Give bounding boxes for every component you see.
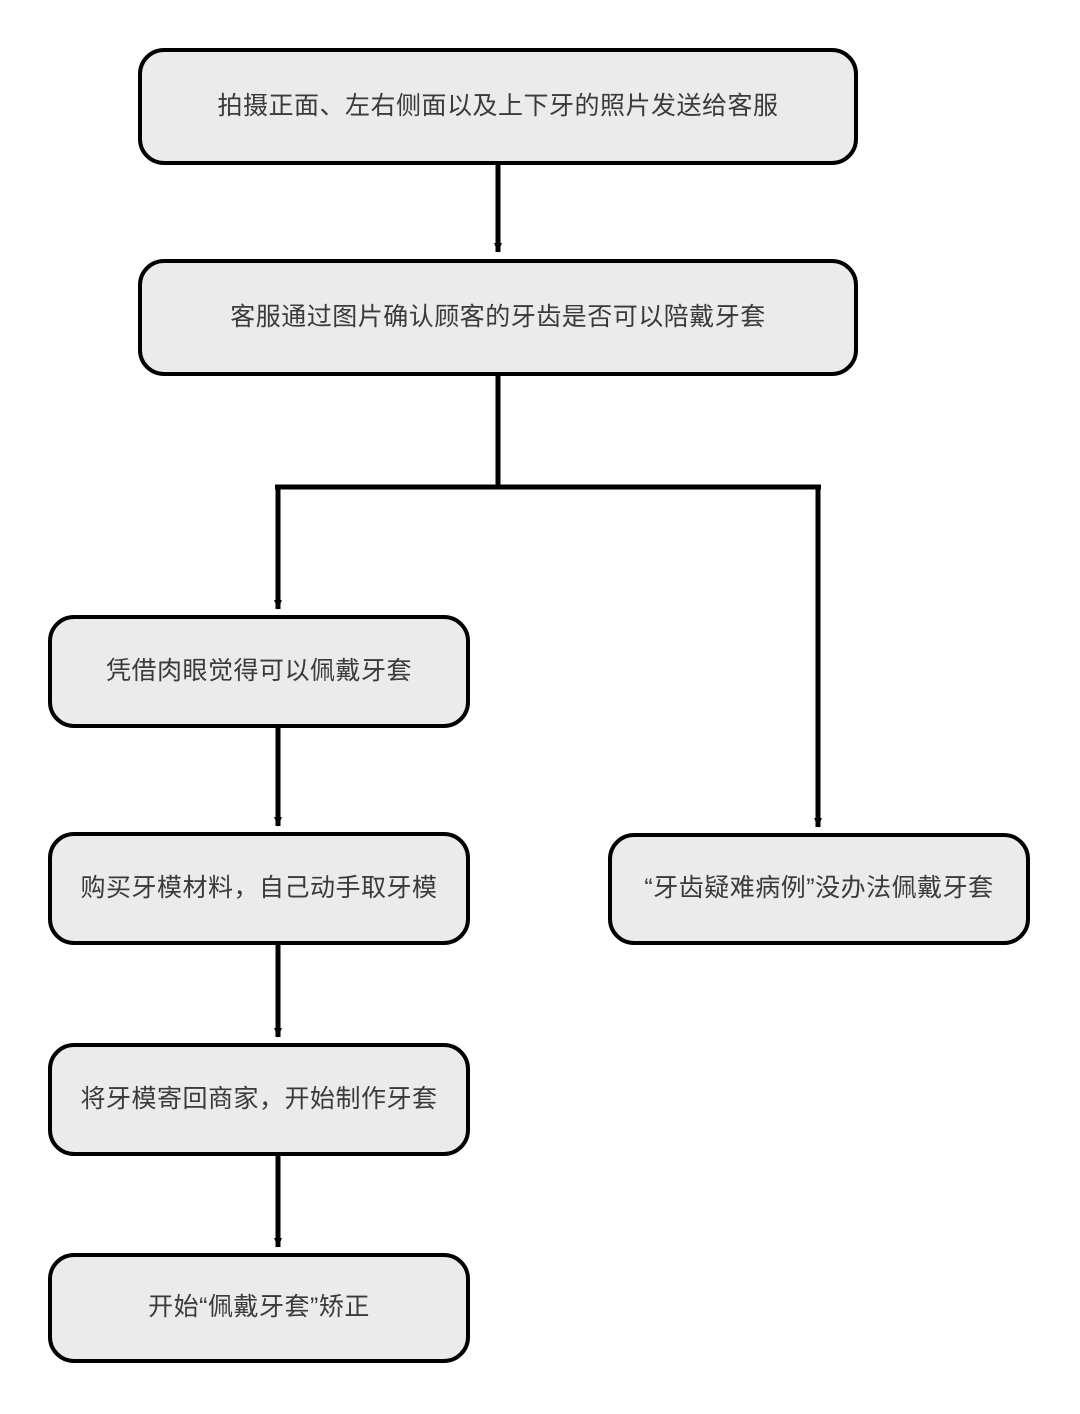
edge-confirm-split-bus — [275, 376, 821, 490]
flowchart-node-send-back[interactable]: 将牙模寄回商家，开始制作牙套 — [48, 1043, 470, 1156]
flowchart-node-start-fix[interactable]: 开始“佩戴牙套”矫正 — [48, 1253, 470, 1363]
flowchart-node-photo[interactable]: 拍摄正面、左右侧面以及上下牙的照片发送给客服 — [138, 48, 858, 165]
flowchart-node-eye-ok-label: 凭借肉眼觉得可以佩戴牙套 — [105, 656, 412, 685]
flowchart-node-buy-mold[interactable]: 购买牙模材料，自己动手取牙模 — [48, 832, 470, 945]
flowchart-node-start-fix-label: 开始“佩戴牙套”矫正 — [148, 1293, 370, 1322]
flowchart-node-buy-mold-label: 购买牙模材料，自己动手取牙模 — [80, 873, 438, 902]
flowchart-node-send-back-label: 将牙模寄回商家，开始制作牙套 — [80, 1084, 438, 1113]
flowchart-node-confirm-label: 客服通过图片确认顾客的牙齿是否可以陪戴牙套 — [230, 302, 766, 331]
flowchart-node-hard-case-label: “牙齿疑难病例”没办法佩戴牙套 — [644, 874, 994, 903]
flowchart-node-eye-ok[interactable]: 凭借肉眼觉得可以佩戴牙套 — [48, 615, 470, 728]
flowchart-node-confirm[interactable]: 客服通过图片确认顾客的牙齿是否可以陪戴牙套 — [138, 259, 858, 376]
flowchart-node-photo-label: 拍摄正面、左右侧面以及上下牙的照片发送给客服 — [217, 91, 779, 120]
flowchart-node-hard-case[interactable]: “牙齿疑难病例”没办法佩戴牙套 — [608, 833, 1030, 945]
